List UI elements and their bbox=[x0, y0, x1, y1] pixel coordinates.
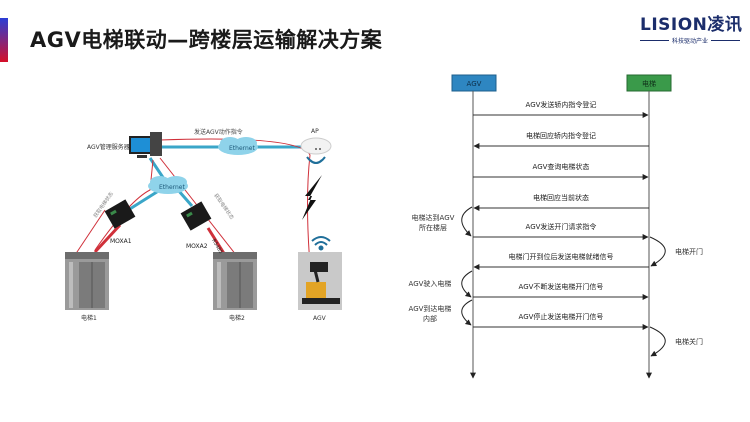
page-title: AGV电梯联动—跨楼层运输解决方案 bbox=[30, 28, 383, 52]
actor-agv-box bbox=[451, 74, 497, 92]
elevator2-label: 电梯2 bbox=[229, 314, 245, 322]
message-label: 电梯回应当前状态 bbox=[533, 193, 589, 202]
moxa2-label: MOXA2 bbox=[186, 243, 208, 250]
moxa1-device-icon bbox=[104, 199, 136, 229]
curve-enter-elevator bbox=[461, 270, 473, 298]
message-label: 电梯门开到位后发送电梯就绪信号 bbox=[509, 252, 614, 261]
message-label: AGV停止发送电梯开门信号 bbox=[519, 312, 604, 321]
rs485-moxa2-elev2 bbox=[206, 227, 227, 256]
actor-elevator-label: 电梯 bbox=[642, 79, 656, 88]
message-label: AGV发送开门请求指令 bbox=[526, 222, 597, 231]
agv-label: AGV bbox=[313, 315, 327, 322]
curve-door-close bbox=[649, 326, 666, 357]
logo-divider-right bbox=[711, 40, 741, 41]
link-switch-moxa1 bbox=[124, 188, 161, 214]
ap-label: AP bbox=[311, 128, 319, 135]
curve-reach-inside bbox=[461, 299, 473, 326]
message-label: AGV不断发送电梯开门信号 bbox=[519, 282, 604, 291]
ethernet-cloud-mid bbox=[148, 176, 188, 194]
note-arrive-floor-2: 所在楼层 bbox=[419, 223, 447, 232]
message-label: AGV发送轿内指令登记 bbox=[526, 100, 597, 109]
wifi-icon-ap bbox=[306, 156, 326, 164]
server-label: AGV管理服务器 bbox=[87, 143, 130, 151]
note-door-close: 电梯关门 bbox=[675, 337, 703, 346]
elevator1-label: 电梯1 bbox=[81, 314, 97, 322]
signal-status-left bbox=[74, 209, 106, 256]
ethernet-mid-label: Ethernet bbox=[159, 184, 185, 191]
logo-tagline: 科技驱动产业 bbox=[672, 38, 709, 45]
command-label: 发送AGV动作指令 bbox=[194, 128, 243, 136]
title-accent-bar bbox=[0, 18, 8, 62]
left-note-curves bbox=[461, 206, 473, 326]
company-logo: LISION凌讯 科技驱动产业 bbox=[640, 10, 743, 45]
access-point-icon bbox=[300, 137, 332, 155]
actor-agv-label: AGV bbox=[467, 80, 482, 88]
server-icon bbox=[129, 132, 162, 158]
message-label: AGV查询电梯状态 bbox=[533, 162, 590, 171]
wifi-icon-agv bbox=[311, 236, 331, 251]
note-door-open: 电梯开门 bbox=[675, 247, 703, 256]
logo-brand: LISION凌讯 bbox=[640, 15, 743, 35]
ethernet-top-label: Ethernet bbox=[229, 145, 255, 152]
note-arrive-floor-1: 电梯达到AGV bbox=[412, 213, 455, 222]
moxa1-label: MOXA1 bbox=[110, 238, 132, 245]
logo-tagline-row: 科技驱动产业 bbox=[640, 36, 741, 45]
logo-divider-left bbox=[640, 40, 669, 41]
ethernet-cloud-top bbox=[218, 137, 258, 155]
note-reach-inside-1: AGV到达电梯 bbox=[409, 304, 452, 313]
rs485-moxa1-elev1 bbox=[93, 223, 122, 254]
note-reach-inside-2: 内部 bbox=[423, 314, 437, 323]
agv-forklift-image bbox=[298, 252, 342, 310]
message-label: 电梯回应轿内指令登记 bbox=[526, 131, 596, 140]
moxa2-device-icon bbox=[180, 201, 212, 231]
link-switch-moxa2 bbox=[176, 189, 194, 207]
curve-arrive-floor bbox=[461, 206, 473, 237]
elevator1-image bbox=[65, 252, 109, 310]
note-enter-elevator: AGV驶入电梯 bbox=[409, 279, 452, 288]
curve-door-open bbox=[649, 236, 666, 267]
elevator2-image bbox=[213, 252, 257, 310]
lightning-icon bbox=[302, 175, 322, 220]
rs485-links bbox=[93, 223, 227, 256]
right-note-curves bbox=[649, 236, 666, 357]
